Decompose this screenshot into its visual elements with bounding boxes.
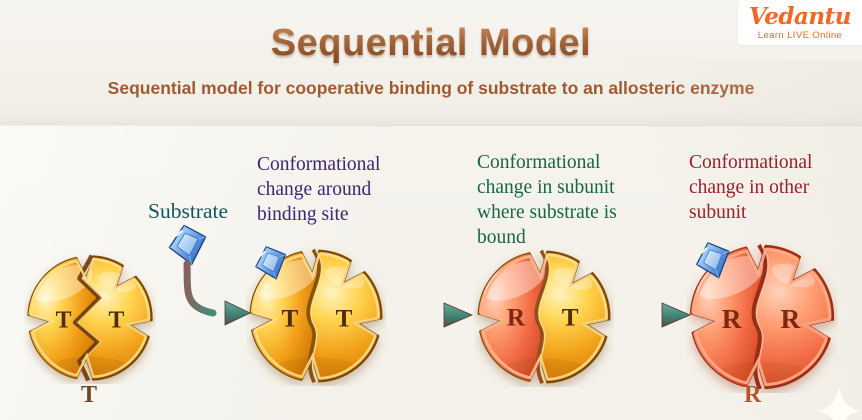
enzyme-1-crack [72,254,102,382]
vedantu-logo: Vedantu Learn LIVE Online [738,0,862,45]
sparkle-icon [818,386,860,420]
header-band: Sequential Model Sequential model for co… [0,0,862,126]
note-binding-site: Conformational change around binding sit… [257,154,381,225]
vedantu-tagline: Learn LIVE Online [757,29,843,41]
note-bound-subunit: Conformational change in subunit where s… [477,152,617,248]
subunit-letter: R [507,304,526,331]
step-arrow-3 [614,302,692,328]
subunit-letter: T [281,305,298,332]
subunit-letter: T [108,308,124,334]
tense-state-label: T [81,382,98,408]
page-subtitle: Sequential model for cooperative binding… [107,78,755,98]
subunit-letter: T [56,308,72,334]
step-arrow-2 [392,302,474,328]
note-other-subunit: Conformational change in other subunit [689,152,813,223]
page-title: Sequential Model [0,22,862,65]
subunit-letter: T [562,304,579,331]
relaxed-state-label: R [744,382,762,408]
vedantu-wordmark: Vedantu [749,2,851,30]
subunit-letter: T [336,305,353,332]
substrate-label: Substrate [148,199,229,223]
enzyme-4-relaxed: R R [689,241,835,390]
enzyme-3-mixed: R T [477,249,611,385]
binding-arrow [163,260,251,326]
subunit-letter: R [722,304,742,334]
enzyme-1-tense: T T [27,254,153,382]
subunit-letter: R [780,304,800,334]
enzyme-2-substrate-bound: T T [249,246,383,384]
